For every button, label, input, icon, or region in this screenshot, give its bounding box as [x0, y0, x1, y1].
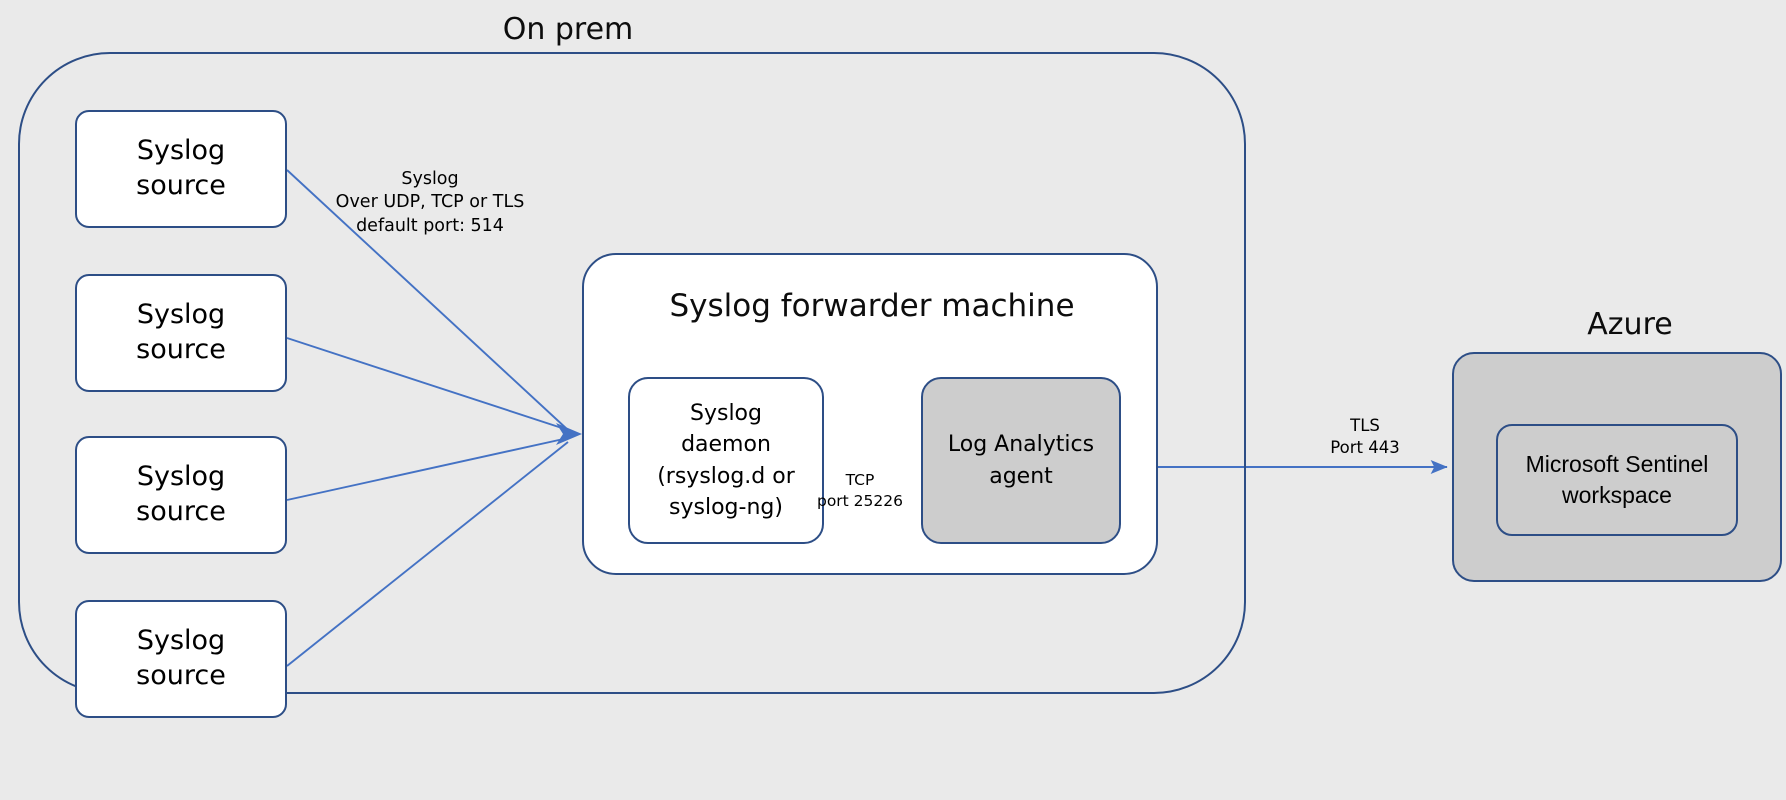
edge-label-sources-to-forwarder: Syslog Over UDP, TCP or TLS default port…	[330, 168, 530, 238]
azure-title: Azure	[1587, 306, 1673, 342]
syslog-daemon-line4: syslog-ng)	[669, 494, 783, 520]
syslog-source-1[interactable]: Syslog source	[75, 110, 287, 228]
syslog-source-3-line2: source	[136, 496, 226, 527]
microsoft-sentinel-workspace-box[interactable]: Microsoft Sentinel workspace	[1496, 424, 1738, 536]
syslog-source-4-line2: source	[136, 660, 226, 691]
syslog-source-2[interactable]: Syslog source	[75, 274, 287, 392]
syslog-source-1-line2: source	[136, 170, 226, 201]
syslog-source-3[interactable]: Syslog source	[75, 436, 287, 554]
edge-label-syslog-line1: Syslog	[401, 169, 459, 189]
edge-label-tcp-line2: port 25226	[816, 491, 903, 510]
syslog-source-4-line1: Syslog	[136, 625, 226, 657]
edge-label-agent-to-azure: TLS Port 443	[1310, 415, 1420, 459]
edge-label-tcp-line1: TCP	[845, 471, 875, 489]
edge-label-daemon-to-agent: TCP port 25226	[812, 470, 908, 512]
syslog-source-2-line2: source	[136, 334, 226, 365]
edge-label-tls-line2: Port 443	[1330, 438, 1400, 458]
edge-label-syslog-line2: Over UDP, TCP or TLS	[335, 192, 525, 213]
syslog-daemon-line3: (rsyslog.d or	[657, 463, 795, 489]
edge-label-syslog-line3: default port: 514	[356, 215, 504, 236]
onprem-title: On prem	[502, 11, 634, 47]
syslog-daemon-line1: Syslog	[690, 401, 762, 427]
log-analytics-agent-line1: Log Analytics	[947, 432, 1095, 458]
edge-label-tls-line1: TLS	[1350, 416, 1380, 435]
syslog-daemon-line2: daemon	[681, 432, 771, 458]
syslog-daemon-box[interactable]: Syslog daemon (rsyslog.d or syslog-ng)	[628, 377, 824, 544]
syslog-source-3-line1: Syslog	[136, 461, 226, 493]
syslog-source-4[interactable]: Syslog source	[75, 600, 287, 718]
log-analytics-agent-line2: agent	[989, 463, 1053, 489]
syslog-forwarder-machine[interactable]: Syslog forwarder machine Syslog daemon (…	[582, 253, 1158, 575]
onprem-container	[18, 52, 1246, 694]
syslog-source-1-line1: Syslog	[136, 135, 226, 167]
sentinel-workspace-line2: workspace	[1562, 482, 1672, 508]
log-analytics-agent-box[interactable]: Log Analytics agent	[921, 377, 1121, 544]
syslog-source-2-line1: Syslog	[136, 299, 226, 331]
syslog-forwarder-machine-title: Syslog forwarder machine	[669, 288, 1075, 324]
sentinel-workspace-line1: Microsoft Sentinel	[1525, 451, 1709, 478]
